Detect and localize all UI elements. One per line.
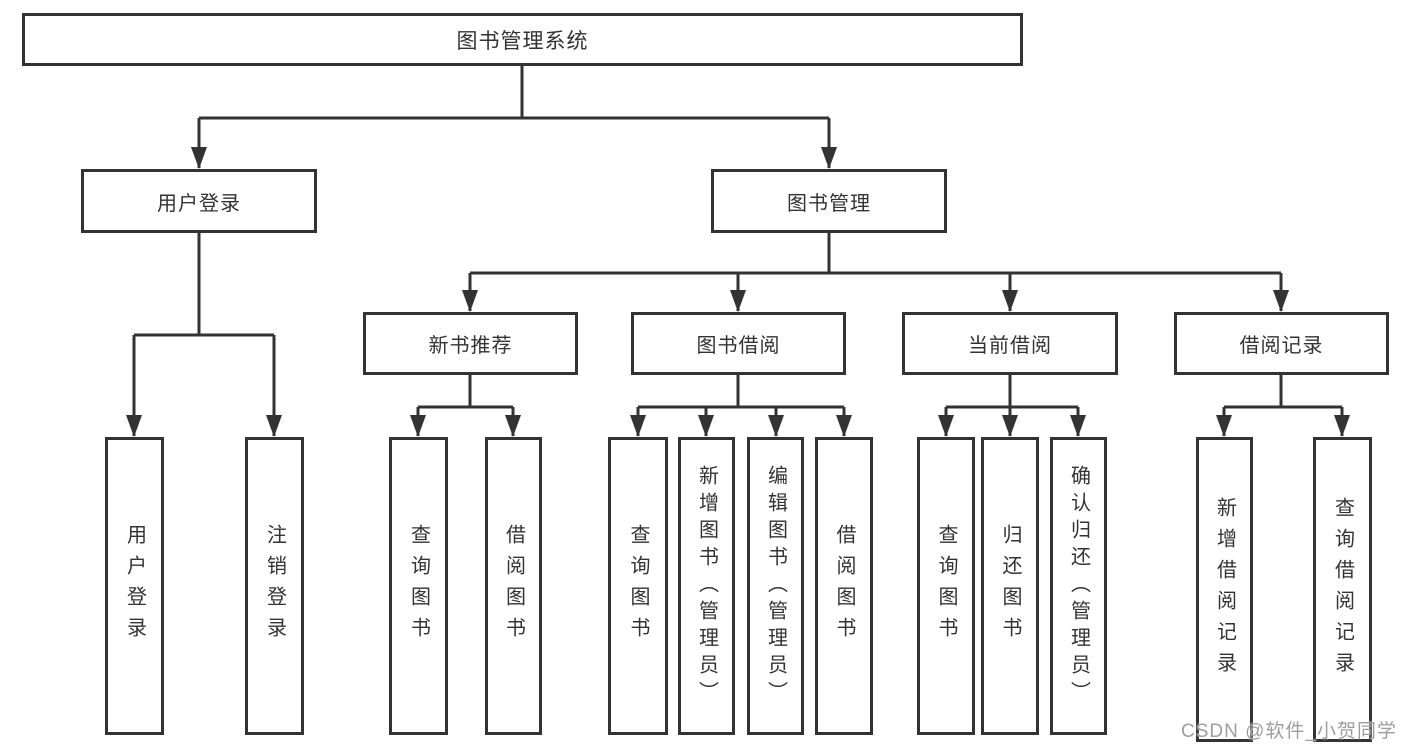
leaf-query-books-current: 查询图书: [917, 437, 975, 735]
leaf-label: 注销登录: [263, 524, 286, 648]
node-label: 新书推荐: [428, 335, 513, 357]
node-label: 借阅记录: [1239, 335, 1324, 357]
leaf-add-book-admin: 新增图书（管理员）: [678, 437, 735, 735]
leaf-user-login: 用户登录: [105, 437, 164, 735]
leaf-add-borrow-record: 新增借阅记录: [1196, 437, 1253, 742]
leaf-return-book: 归还图书: [981, 437, 1039, 735]
leaf-label: 归还图书: [999, 524, 1021, 648]
leaf-label: 借阅图书: [502, 524, 525, 648]
node-label: 用户登录: [157, 192, 241, 215]
node-borrow-records: 借阅记录: [1174, 312, 1389, 375]
leaf-label: 新增图书（管理员）: [695, 464, 718, 708]
node-label: 图书管理: [787, 192, 871, 215]
leaf-label: 查询图书: [935, 524, 957, 648]
node-book-management: 图书管理: [711, 169, 947, 233]
leaf-borrow-books: 借阅图书: [815, 437, 873, 735]
node-label: 当前借阅: [968, 335, 1052, 357]
node-user-login: 用户登录: [81, 169, 317, 233]
node-root: 图书管理系统: [22, 13, 1023, 66]
leaf-label: 编辑图书（管理员）: [764, 464, 787, 708]
tree-edges: [126, 66, 1350, 437]
leaf-borrow-books-recommend: 借阅图书: [485, 437, 542, 735]
leaf-label: 新增借阅记录: [1213, 496, 1236, 683]
leaf-label: 确认归还（管理员）: [1067, 464, 1090, 708]
node-current-borrow: 当前借阅: [902, 312, 1118, 375]
leaf-query-books-borrow: 查询图书: [608, 437, 668, 735]
node-book-borrow: 图书借阅: [631, 312, 846, 375]
leaf-confirm-return-admin: 确认归还（管理员）: [1050, 437, 1107, 735]
leaf-label: 查询借阅记录: [1331, 496, 1354, 683]
leaf-label: 用户登录: [123, 524, 146, 648]
leaf-query-borrow-record: 查询借阅记录: [1313, 437, 1372, 742]
node-new-book-recommend: 新书推荐: [363, 312, 578, 375]
node-label: 图书借阅: [696, 335, 781, 357]
leaf-label: 查询图书: [407, 524, 430, 648]
node-label: 图书管理系统: [456, 29, 589, 53]
leaf-query-books-recommend: 查询图书: [389, 437, 448, 735]
leaf-logout: 注销登录: [245, 437, 304, 735]
watermark: CSDN @软件_小贺同学: [1181, 721, 1397, 742]
leaf-label: 借阅图书: [833, 524, 855, 648]
leaf-edit-book-admin: 编辑图书（管理员）: [747, 437, 804, 735]
leaf-label: 查询图书: [627, 524, 649, 648]
